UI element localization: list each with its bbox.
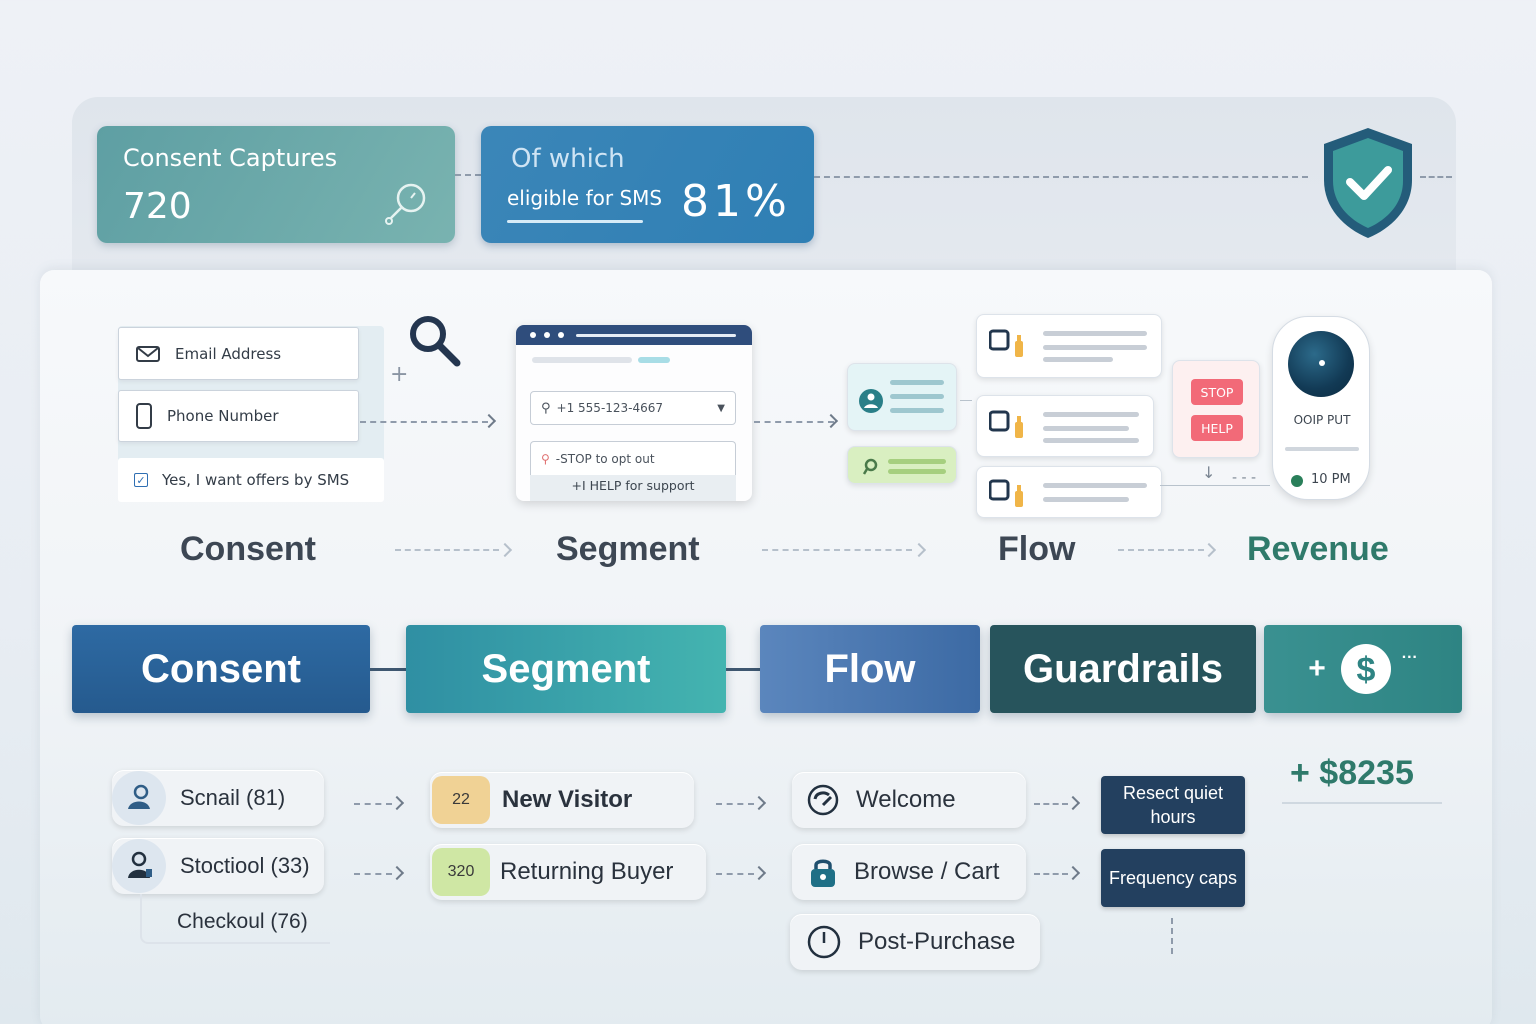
flow-source-card-alt <box>847 446 957 484</box>
connector-dash <box>754 421 834 423</box>
stop-instruction-text: -STOP to opt out <box>555 451 655 466</box>
svg-text:$: $ <box>1356 651 1375 689</box>
help-instruction: +I HELP for support <box>530 475 736 501</box>
plus-sign: + <box>1308 652 1326 685</box>
pipeline-revenue[interactable]: + $ ··· <box>1264 625 1462 713</box>
sms-optin-checkbox[interactable]: ✓ <box>134 473 148 487</box>
flow-step-card <box>976 466 1162 518</box>
flow-label: Welcome <box>856 786 956 813</box>
sms-eligible-sub: eligible for SMS <box>507 186 663 210</box>
pipeline-consent[interactable]: Consent <box>72 625 370 713</box>
email-field[interactable]: Email Address <box>118 327 359 380</box>
lock-icon <box>811 859 835 887</box>
flow-step-card <box>976 395 1154 457</box>
flow-item-welcome[interactable]: Welcome <box>792 772 1026 828</box>
flow-label: Post-Purchase <box>858 928 1016 955</box>
consent-captures-value: 720 <box>123 186 192 227</box>
stage-label-flow: Flow <box>998 530 1076 568</box>
sms-optin-label: Yes, I want offers by SMS <box>162 471 350 489</box>
segment-browser: ⚲ +1 555-123-4667 ▼ ⚲ -STOP to opt out +… <box>516 325 752 501</box>
source-item[interactable]: Stoctiool (33) <box>112 838 324 894</box>
sms-eligible-title: Of which <box>511 144 625 174</box>
plus-icon: + <box>390 362 409 387</box>
phone-field[interactable]: Phone Number <box>118 390 359 442</box>
device-label: OOIP PUT <box>1293 413 1351 427</box>
pipeline-segment[interactable]: Segment <box>406 625 726 713</box>
flow-step-card <box>976 314 1162 378</box>
search-icon: ⚲ <box>541 400 551 416</box>
search-icon <box>862 458 878 475</box>
flow-item-post-purchase[interactable]: Post-Purchase <box>790 914 1040 970</box>
status-dot <box>1291 475 1303 487</box>
phone-icon <box>136 403 152 429</box>
message-icon <box>989 479 1023 507</box>
message-icon <box>989 410 1023 438</box>
sms-eligible-value: 81% <box>681 176 791 227</box>
device-time: 10 PM <box>1311 472 1351 487</box>
source-label: Scnail (81) <box>180 785 286 810</box>
stage-label-segment: Segment <box>556 530 700 568</box>
arrow-down-icon: ↓ <box>1202 463 1216 482</box>
guardrail-frequency-caps[interactable]: Frequency caps <box>1101 849 1245 907</box>
phone-input-value: +1 555-123-4667 <box>556 401 664 415</box>
stage-label-consent: Consent <box>180 530 316 568</box>
segment-item[interactable]: 22 New Visitor <box>430 772 694 828</box>
message-icon <box>989 329 1023 357</box>
connector-dash <box>360 421 488 423</box>
flow-item-browse-cart[interactable]: Browse / Cart <box>792 844 1026 900</box>
segment-count: 22 <box>432 776 490 824</box>
ellipsis-icon: - - - <box>1232 470 1257 486</box>
shield-check-icon <box>1324 128 1412 238</box>
connector-dash <box>814 176 1308 178</box>
stage-label-revenue: Revenue <box>1247 530 1389 568</box>
guardrail-quiet-hours[interactable]: Resect quiet hours <box>1101 776 1245 834</box>
revenue-device: OOIP PUT 10 PM <box>1272 316 1370 500</box>
connector-dash <box>1420 176 1452 178</box>
search-icon <box>410 316 461 367</box>
stop-help-panel: STOP HELP <box>1172 360 1260 458</box>
dollar-icon: $ <box>1340 644 1391 694</box>
sms-eligible-card: Of which eligible for SMS 81% <box>481 126 814 243</box>
connector-dash <box>455 174 481 176</box>
flow-label: Browse / Cart <box>854 858 1000 885</box>
timer-icon <box>385 183 426 225</box>
source-label: Stoctiool (33) <box>180 853 310 878</box>
segment-count: 320 <box>432 848 490 896</box>
user-icon <box>859 389 883 413</box>
source-label[interactable]: Checkoul (76) <box>177 910 308 933</box>
search-icon: ⚲ <box>541 451 550 466</box>
segment-item[interactable]: 320 Returning Buyer <box>430 844 706 900</box>
stop-instruction: ⚲ -STOP to opt out <box>530 441 736 475</box>
sms-optin[interactable]: ✓ Yes, I want offers by SMS <box>118 458 384 502</box>
flow-source-card <box>847 363 957 431</box>
user-icon <box>112 771 166 825</box>
phone-field-label: Phone Number <box>167 407 279 425</box>
user-icon <box>112 839 166 893</box>
consent-captures-card: Consent Captures 720 <box>97 126 455 243</box>
consent-captures-label: Consent Captures <box>123 144 338 172</box>
browser-titlebar <box>516 325 752 345</box>
pipeline-flow[interactable]: Flow <box>760 625 980 713</box>
source-item[interactable]: Scnail (81) <box>112 770 324 826</box>
underline <box>507 220 643 223</box>
refresh-icon <box>807 784 839 816</box>
mail-icon <box>136 345 160 362</box>
more-icon: ··· <box>1401 649 1418 666</box>
help-button[interactable]: HELP <box>1191 415 1243 441</box>
revenue-value: + $8235 <box>1290 754 1414 792</box>
segment-label: New Visitor <box>502 786 633 813</box>
clock-icon <box>807 925 841 959</box>
email-field-label: Email Address <box>175 344 282 363</box>
phone-input[interactable]: ⚲ +1 555-123-4667 ▼ <box>530 391 736 425</box>
stop-button[interactable]: STOP <box>1191 379 1243 405</box>
pipeline-guardrails[interactable]: Guardrails <box>990 625 1256 713</box>
chevron-down-icon: ▼ <box>717 402 725 414</box>
segment-label: Returning Buyer <box>500 858 674 885</box>
